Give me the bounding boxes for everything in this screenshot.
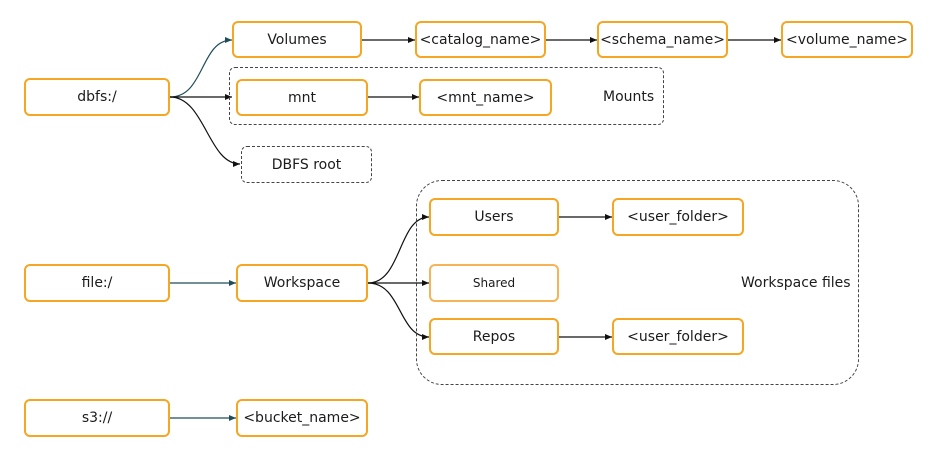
node-dbfs-root[interactable]: DBFS root <box>241 146 372 183</box>
node-mnt-name[interactable]: <mnt_name> <box>419 79 552 116</box>
workspace-files-group-label: Workspace files <box>741 275 851 291</box>
node-bucket-name[interactable]: <bucket_name> <box>236 399 368 437</box>
node-catalog-name[interactable]: <catalog_name> <box>415 21 546 58</box>
node-shared[interactable]: Shared <box>429 264 559 302</box>
node-repos[interactable]: Repos <box>429 318 559 355</box>
mounts-group-label: Mounts <box>603 89 655 105</box>
node-volume-name[interactable]: <volume_name> <box>781 21 913 58</box>
node-volumes[interactable]: Volumes <box>232 21 362 58</box>
node-users-folder[interactable]: <user_folder> <box>612 198 744 236</box>
edge-dbfs-root <box>169 96 241 167</box>
node-schema-name[interactable]: <schema_name> <box>597 21 728 58</box>
node-s3[interactable]: s3:// <box>24 399 170 437</box>
node-file[interactable]: file:/ <box>24 264 170 302</box>
edge-dbfs-volumes <box>169 37 233 98</box>
edge-workspace-repos <box>367 282 430 340</box>
mounts-group <box>229 67 664 125</box>
node-mnt[interactable]: mnt <box>236 79 368 116</box>
edge-workspace-users <box>367 214 430 284</box>
node-users[interactable]: Users <box>429 198 559 236</box>
node-workspace[interactable]: Workspace <box>236 264 368 302</box>
workspace-files-group <box>416 180 859 385</box>
node-repos-folder[interactable]: <user_folder> <box>612 318 744 355</box>
node-dbfs[interactable]: dbfs:/ <box>24 78 170 116</box>
